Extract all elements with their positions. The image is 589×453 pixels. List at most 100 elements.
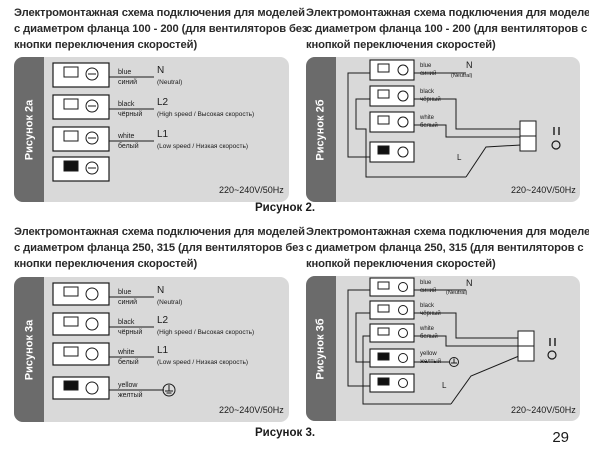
speed-switch bbox=[517, 330, 557, 362]
diagram-panel-2b: Рисунок 2б bbox=[306, 57, 580, 202]
heading-line: кнопки переключения скоростей) bbox=[14, 258, 198, 270]
terminal-block bbox=[52, 376, 110, 400]
terminal-label: N bbox=[466, 60, 473, 70]
heading-line: с диаметром фланца 250, 315 (для вентиля… bbox=[306, 242, 584, 254]
wire-color-label-ru: синий bbox=[118, 78, 137, 86]
wire-color-label: white bbox=[117, 133, 134, 140]
figure-tab: Рисунок 2а bbox=[14, 57, 44, 202]
terminal-block bbox=[52, 282, 110, 306]
terminal-desc: (Neutral) bbox=[446, 290, 468, 296]
terminal-label: L2 bbox=[157, 315, 169, 326]
wire bbox=[347, 72, 370, 158]
figure-tab: Рисунок 3а bbox=[14, 277, 44, 422]
terminal-label: L1 bbox=[157, 129, 169, 140]
wire-color-label: yellow bbox=[118, 382, 138, 389]
terminal-block bbox=[369, 373, 415, 393]
voltage-label: 220~240V/50Hz bbox=[511, 185, 576, 195]
heading-line: Электромонтажная схема подключения для м… bbox=[14, 226, 305, 238]
wire-color-label-ru: чёрный bbox=[420, 96, 441, 103]
wire-color-label-ru: желтый bbox=[118, 391, 143, 399]
wire bbox=[450, 355, 520, 405]
diagram-panel-3a: Рисунок 3а bbox=[14, 277, 289, 422]
figure-caption: Рисунок 3. bbox=[255, 427, 316, 439]
wire-color-label-ru: синий bbox=[118, 298, 137, 306]
voltage-label: 220~240V/50Hz bbox=[219, 185, 284, 195]
wire-color-label-ru: синий bbox=[420, 70, 436, 77]
heading-line: Электромонтажная схема подключения для м… bbox=[14, 7, 305, 19]
wire-color-label: black bbox=[118, 319, 135, 326]
terminal-block bbox=[369, 300, 415, 320]
wire-color-label: blue bbox=[118, 69, 131, 76]
terminal-desc: (High speed / Высокая скорость) bbox=[157, 111, 254, 118]
wire-color-label-ru: чёрный bbox=[420, 310, 441, 317]
terminal-desc: (Neutral) bbox=[157, 79, 182, 86]
terminal-block bbox=[52, 62, 110, 88]
wire-color-label-ru: желтый bbox=[420, 358, 441, 365]
terminal-desc: (Low speed / Низкая скорость) bbox=[157, 143, 248, 150]
heading-line: кнопкой переключения скоростей) bbox=[306, 258, 496, 270]
wire bbox=[347, 289, 370, 387]
figure-tab: Рисунок 3б bbox=[306, 276, 336, 421]
wire-color-label: white bbox=[117, 349, 134, 356]
terminal-desc: (Neutral) bbox=[451, 73, 473, 79]
wire-color-label: blue bbox=[420, 63, 432, 69]
wire-color-label: black bbox=[118, 101, 135, 108]
wire-color-label: white bbox=[419, 326, 435, 332]
wire bbox=[414, 312, 519, 339]
terminal-block bbox=[52, 312, 110, 336]
diagram-panel-2a: Рисунок 2а bbox=[14, 57, 289, 202]
wire-color-label-ru: белый bbox=[118, 142, 139, 150]
wire-color-label-ru: белый bbox=[420, 122, 438, 129]
wire bbox=[414, 335, 519, 347]
wiring-diagram-2a: blue синий N (Neutral) black чёрный L2 (… bbox=[52, 62, 284, 195]
terminal-label: L2 bbox=[157, 97, 169, 108]
terminal-label: N bbox=[466, 278, 473, 288]
wire-color-label-ru: белый bbox=[118, 358, 139, 366]
wire-color-label: blue bbox=[118, 289, 131, 296]
fig2-right-heading: Электромонтажная схема подключения для м… bbox=[306, 5, 589, 53]
terminal-block bbox=[369, 348, 415, 368]
fig3-left-heading: Электромонтажная схема подключения для м… bbox=[14, 224, 305, 272]
terminal-desc: (Low speed / Низкая скорость) bbox=[157, 359, 248, 366]
terminal-block bbox=[369, 323, 415, 343]
voltage-label: 220~240V/50Hz bbox=[511, 405, 576, 415]
terminal-label: N bbox=[157, 65, 164, 76]
terminal-label: N bbox=[157, 285, 164, 296]
terminal-label: L1 bbox=[157, 345, 169, 356]
wire-color-label-ru: чёрный bbox=[118, 110, 142, 118]
terminal-desc: (High speed / Высокая скорость) bbox=[157, 329, 254, 336]
heading-line: кнопкой переключения скоростей) bbox=[306, 39, 496, 51]
wire bbox=[414, 98, 521, 130]
ground-icon bbox=[162, 383, 176, 397]
wiring-diagram-3a: blue синий N (Neutral) black чёрный L2 (… bbox=[52, 282, 284, 415]
heading-line: кнопки переключения скоростей) bbox=[14, 39, 198, 51]
terminal-block bbox=[52, 94, 110, 120]
heading-line: с диаметром фланца 100 - 200 (для вентил… bbox=[14, 23, 308, 35]
wire-color-label-ru: белый bbox=[420, 333, 438, 340]
line-terminal-label: L bbox=[457, 153, 462, 162]
heading-line: Электромонтажная схема подключения для м… bbox=[306, 226, 589, 238]
terminal-block bbox=[52, 156, 110, 182]
wire-color-label-ru: чёрный bbox=[118, 328, 142, 336]
page-number: 29 bbox=[552, 429, 569, 446]
heading-line: с диаметром фланца 100 - 200 (для вентил… bbox=[306, 23, 588, 35]
wire-color-label-ru: синий bbox=[420, 287, 436, 294]
wire bbox=[414, 124, 521, 138]
terminal-block bbox=[369, 277, 415, 297]
wire bbox=[465, 144, 522, 178]
wire-color-label: blue bbox=[420, 280, 432, 286]
fig3-right-heading: Электромонтажная схема подключения для м… bbox=[306, 224, 589, 272]
diagram-panel-3b: Рисунок 3б bbox=[306, 276, 580, 421]
wiring-diagram-3b: blue синий N (Neutral) black чёрный whit… bbox=[347, 277, 576, 415]
fig2-left-heading: Электромонтажная схема подключения для м… bbox=[14, 5, 307, 53]
terminal-block bbox=[52, 126, 110, 152]
line-terminal-label: L bbox=[442, 381, 447, 390]
wiring-diagram-2b: blue синий N (Neutral) black чёрный whit… bbox=[347, 59, 576, 195]
terminal-block bbox=[52, 342, 110, 366]
figure-tab: Рисунок 2б bbox=[306, 57, 336, 202]
terminal-block bbox=[369, 141, 415, 163]
speed-switch bbox=[519, 120, 561, 152]
terminal-block bbox=[369, 59, 415, 81]
figure-caption: Рисунок 2. bbox=[255, 202, 316, 214]
terminal-block bbox=[369, 111, 415, 133]
